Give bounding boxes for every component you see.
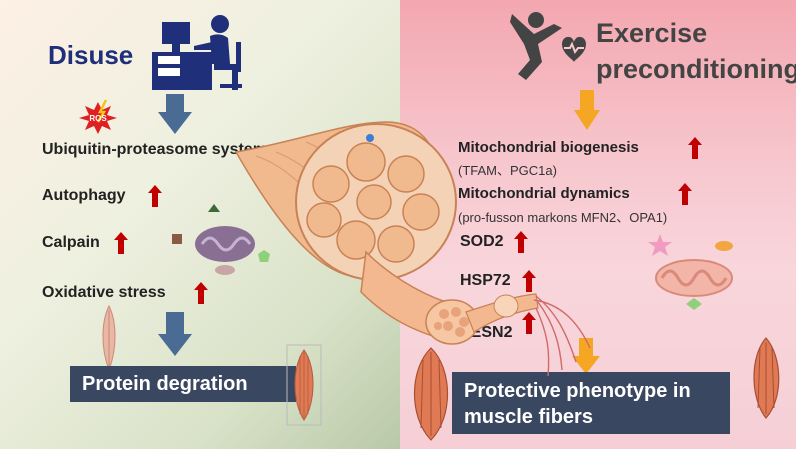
protein-down-arrow	[158, 312, 192, 356]
muscle-frame-icon	[286, 344, 322, 426]
healthy-mitochondrion-icon	[648, 234, 733, 310]
exercise-title-line1: Exercise	[596, 18, 708, 48]
protective-down-arrow	[572, 338, 600, 374]
muscle-cross-section-illustration	[234, 121, 591, 377]
ros-label: ROS	[89, 114, 107, 123]
ros-burst-icon: ROS	[79, 99, 117, 134]
protective-phenotype-box: Protective phenotype in muscle fibers	[452, 372, 730, 434]
protein-degradation-box: Protein degration	[70, 366, 296, 402]
protein-degradation-label: Protein degration	[82, 373, 248, 395]
protective-phenotype-line1: Protective phenotype in	[464, 380, 691, 402]
protective-phenotype-line2: muscle fibers	[464, 406, 593, 428]
exercise-panel: Exercise preconditioning Mitochondrial b…	[400, 0, 796, 449]
factor-hsp72: HSP72	[460, 272, 511, 289]
healthy-muscle-icon-right	[753, 337, 780, 419]
factor-oxidative-stress: Oxidative stress	[42, 284, 166, 301]
disuse-title: Disuse	[48, 40, 134, 70]
sod2-up-arrow	[514, 231, 528, 253]
office-worker-icon	[152, 15, 242, 90]
hsp72-up-arrow	[522, 270, 536, 292]
factor-ubiquitin: Ubiquitin-proteasome system	[42, 141, 267, 158]
damaged-mitochondrion-icon	[172, 204, 270, 275]
mito-biogenesis-label: Mitochondrial biogenesis	[458, 139, 639, 156]
exercise-title-line2: preconditioning	[596, 54, 796, 84]
calpain-up-arrow	[114, 232, 128, 254]
disuse-down-arrow	[158, 94, 192, 134]
oxidative-up-arrow	[194, 282, 208, 304]
exercise-person-icon	[510, 12, 586, 80]
factor-autophagy: Autophagy	[42, 187, 126, 204]
exercise-down-arrow	[574, 90, 600, 130]
factor-sod2: SOD2	[460, 233, 504, 250]
mito-dynamics-label: Mitochondrial dynamics	[458, 185, 630, 202]
autophagy-up-arrow	[148, 185, 162, 207]
factor-calpain: Calpain	[42, 234, 100, 251]
mito-biogenesis-markers: (TFAM、PGC1a)	[458, 163, 557, 178]
sesn2-up-arrow	[522, 312, 536, 334]
healthy-muscle-icon-left	[413, 347, 449, 441]
mito-dynamics-markers: (pro-fusson markons MFN2、OPA1)	[458, 210, 668, 225]
atrophied-muscle-icon	[102, 304, 116, 372]
dynamics-up-arrow	[678, 183, 692, 205]
biogenesis-up-arrow	[688, 137, 702, 159]
